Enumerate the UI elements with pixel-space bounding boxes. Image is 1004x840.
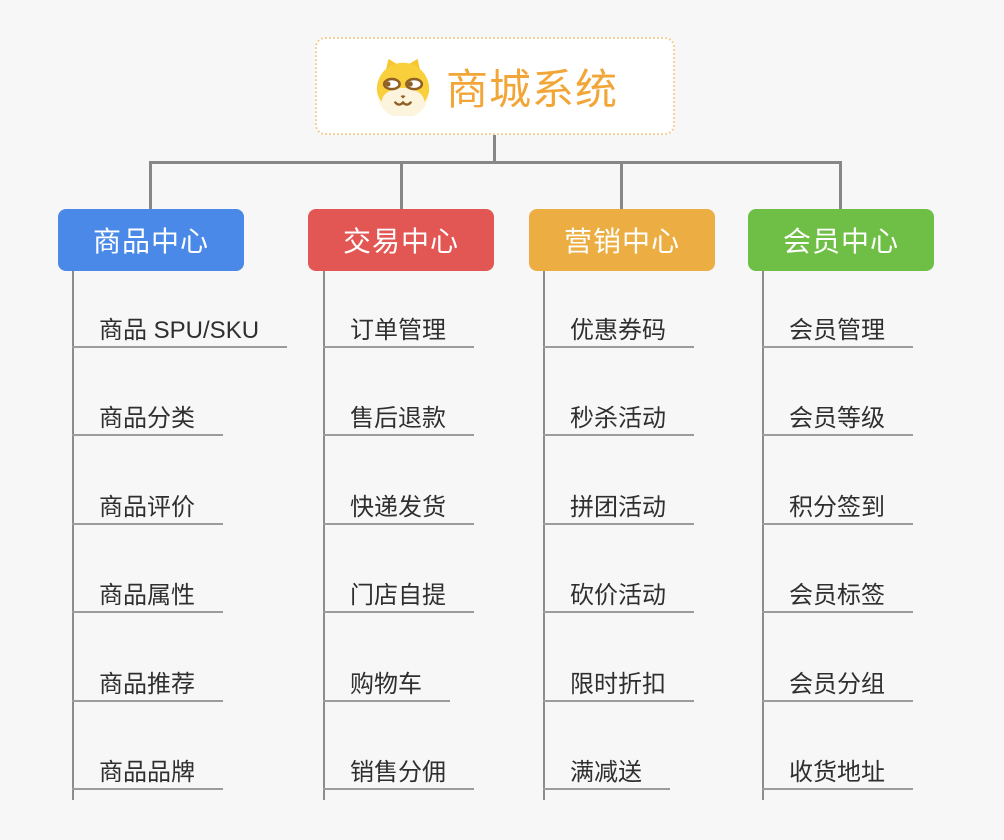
connector-spine bbox=[762, 271, 764, 800]
child-node[interactable]: 满减送 bbox=[543, 756, 670, 790]
root-node-mall-system[interactable]: 商城系统 bbox=[315, 37, 675, 135]
child-node[interactable]: 优惠券码 bbox=[543, 314, 694, 348]
child-node[interactable]: 商品分类 bbox=[72, 402, 223, 436]
connector-drop-branch-trade bbox=[400, 161, 403, 210]
branch-node-products[interactable]: 商品中心 bbox=[58, 209, 244, 271]
child-node[interactable]: 门店自提 bbox=[323, 579, 474, 613]
child-node[interactable]: 销售分佣 bbox=[323, 756, 474, 790]
branch-node-members[interactable]: 会员中心 bbox=[748, 209, 934, 271]
branch-node-label: 商品中心 bbox=[92, 226, 209, 257]
child-node[interactable]: 会员等级 bbox=[762, 402, 913, 436]
child-node[interactable]: 快递发货 bbox=[323, 491, 474, 525]
child-node[interactable]: 商品评价 bbox=[72, 491, 223, 525]
child-node[interactable]: 积分签到 bbox=[762, 491, 913, 525]
child-node[interactable]: 商品属性 bbox=[72, 579, 223, 613]
child-node[interactable]: 砍价活动 bbox=[543, 579, 694, 613]
child-node[interactable]: 限时折扣 bbox=[543, 668, 694, 702]
connector-drop-branch-members bbox=[839, 161, 842, 210]
child-node[interactable]: 售后退款 bbox=[323, 402, 474, 436]
branch-node-label: 交易中心 bbox=[342, 226, 459, 257]
child-node[interactable]: 收货地址 bbox=[762, 756, 913, 790]
connector-spine bbox=[72, 271, 74, 800]
connector-root-drop bbox=[493, 135, 496, 162]
child-node[interactable]: 会员标签 bbox=[762, 579, 913, 613]
branch-node-trade[interactable]: 交易中心 bbox=[308, 209, 494, 271]
child-node[interactable]: 商品 SPU/SKU bbox=[72, 314, 288, 348]
child-node[interactable]: 订单管理 bbox=[323, 314, 474, 348]
child-node[interactable]: 商品推荐 bbox=[72, 668, 223, 702]
branch-node-label: 营销中心 bbox=[563, 226, 680, 257]
connector-spine bbox=[323, 271, 325, 800]
connector-drop-branch-marketing bbox=[620, 161, 623, 210]
dog-mascot-icon bbox=[376, 58, 430, 116]
child-node[interactable]: 秒杀活动 bbox=[543, 402, 694, 436]
branch-node-marketing[interactable]: 营销中心 bbox=[529, 209, 715, 271]
connector-trunk bbox=[149, 161, 842, 164]
connector-drop-branch-products bbox=[149, 161, 152, 210]
child-node[interactable]: 会员分组 bbox=[762, 668, 913, 702]
branch-node-label: 会员中心 bbox=[782, 226, 899, 257]
child-node[interactable]: 会员管理 bbox=[762, 314, 913, 348]
child-node[interactable]: 拼团活动 bbox=[543, 491, 694, 525]
child-node[interactable]: 购物车 bbox=[323, 668, 450, 702]
root-node-title: 商城系统 bbox=[445, 65, 618, 113]
connector-spine bbox=[543, 271, 545, 800]
child-node[interactable]: 商品品牌 bbox=[72, 756, 223, 790]
